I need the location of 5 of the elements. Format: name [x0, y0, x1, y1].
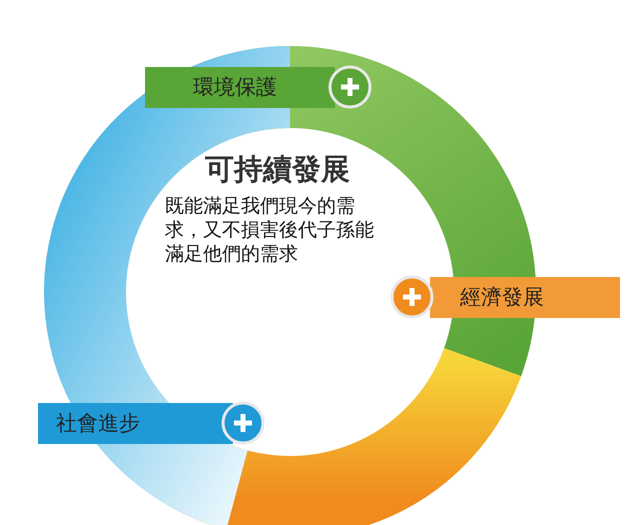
category-tab: 社會進步: [38, 403, 233, 444]
description-text: 既能滿足我們現今的需求，又不損害後代子孫能滿足他們的需求: [165, 194, 375, 266]
category-tab: 經濟發展: [430, 277, 620, 318]
heading: 可持續發展: [204, 151, 351, 188]
category-tab: 環境保護: [145, 67, 335, 108]
